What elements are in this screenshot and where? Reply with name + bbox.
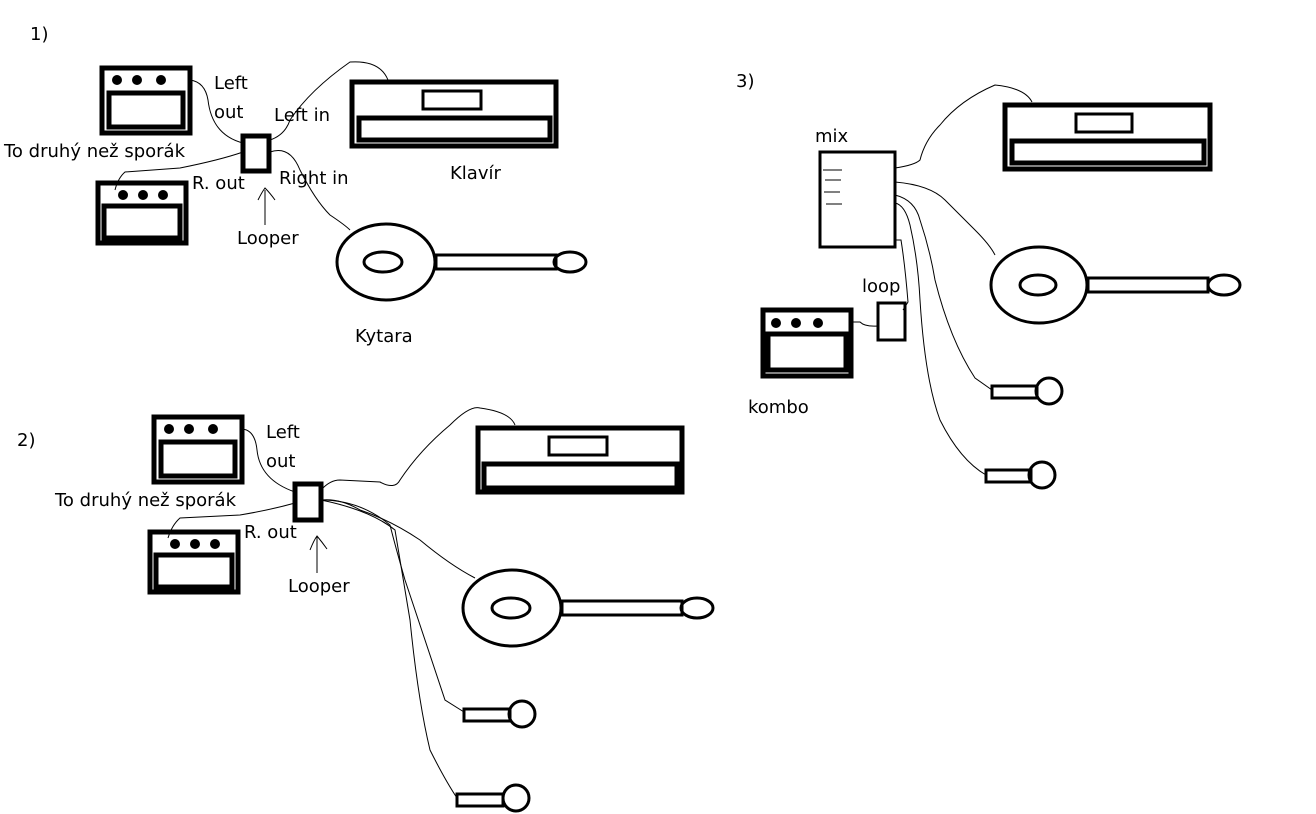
label-combo: kombo bbox=[748, 397, 809, 418]
label-left-out-1: Left bbox=[266, 422, 300, 443]
cable bbox=[189, 79, 244, 144]
label-second-amp: To druhý než sporák bbox=[54, 490, 237, 511]
section-2: 2) bbox=[17, 407, 715, 813]
section-3-number: 3) bbox=[736, 71, 754, 92]
looper-pedal-icon bbox=[240, 133, 272, 174]
amplifier-icon bbox=[151, 414, 245, 485]
cable bbox=[894, 202, 987, 476]
label-looper: Looper bbox=[288, 576, 350, 597]
guitar-icon bbox=[989, 245, 1242, 325]
amplifier-icon bbox=[99, 65, 193, 136]
amplifier-icon bbox=[760, 307, 854, 379]
guitar-icon bbox=[461, 568, 715, 648]
microphone-icon bbox=[990, 376, 1064, 406]
label-left-in: Left in bbox=[274, 105, 330, 126]
cable bbox=[269, 61, 389, 141]
label-second-amp: To druhý než sporák bbox=[3, 141, 186, 162]
label-left-out-2: out bbox=[214, 102, 243, 123]
cable bbox=[320, 407, 516, 491]
cable bbox=[894, 181, 996, 256]
label-mixer: mix bbox=[815, 126, 849, 147]
cable bbox=[320, 499, 458, 799]
cable bbox=[895, 239, 909, 311]
cable bbox=[241, 428, 296, 493]
arrow-icon bbox=[309, 535, 328, 573]
cable bbox=[894, 84, 1033, 169]
cable bbox=[894, 194, 993, 391]
section-1: 1) bbox=[3, 24, 588, 347]
label-r-out: R. out bbox=[244, 522, 297, 543]
cable bbox=[269, 150, 351, 231]
label-guitar: Kytara bbox=[355, 326, 413, 347]
cable bbox=[320, 499, 465, 713]
keyboard-icon bbox=[1002, 102, 1213, 172]
microphone-icon bbox=[455, 783, 531, 813]
cable bbox=[167, 502, 296, 539]
microphone-icon bbox=[984, 460, 1057, 490]
label-r-out: R. out bbox=[192, 173, 245, 194]
label-piano: Klavír bbox=[450, 163, 501, 184]
keyboard-icon bbox=[475, 425, 685, 495]
mixer-icon bbox=[818, 150, 897, 249]
amplifier-icon bbox=[95, 180, 189, 246]
cable bbox=[320, 499, 476, 579]
label-left-out-2: out bbox=[266, 451, 295, 472]
label-right-in: Right in bbox=[279, 168, 349, 189]
label-looper: Looper bbox=[237, 228, 299, 249]
cable bbox=[851, 321, 879, 327]
section-2-number: 2) bbox=[17, 430, 35, 451]
cable bbox=[114, 151, 244, 191]
label-left-out-1: Left bbox=[214, 73, 248, 94]
arrow-icon bbox=[257, 187, 276, 225]
looper-pedal-icon bbox=[292, 481, 324, 523]
amplifier-icon bbox=[147, 529, 241, 595]
microphone-icon bbox=[462, 699, 537, 729]
label-loop: loop bbox=[862, 276, 900, 297]
guitar-icon bbox=[335, 222, 588, 302]
section-3: 3) bbox=[736, 71, 1242, 490]
section-1-number: 1) bbox=[30, 24, 48, 45]
looper-pedal-icon bbox=[876, 301, 907, 342]
keyboard-icon bbox=[349, 79, 559, 149]
